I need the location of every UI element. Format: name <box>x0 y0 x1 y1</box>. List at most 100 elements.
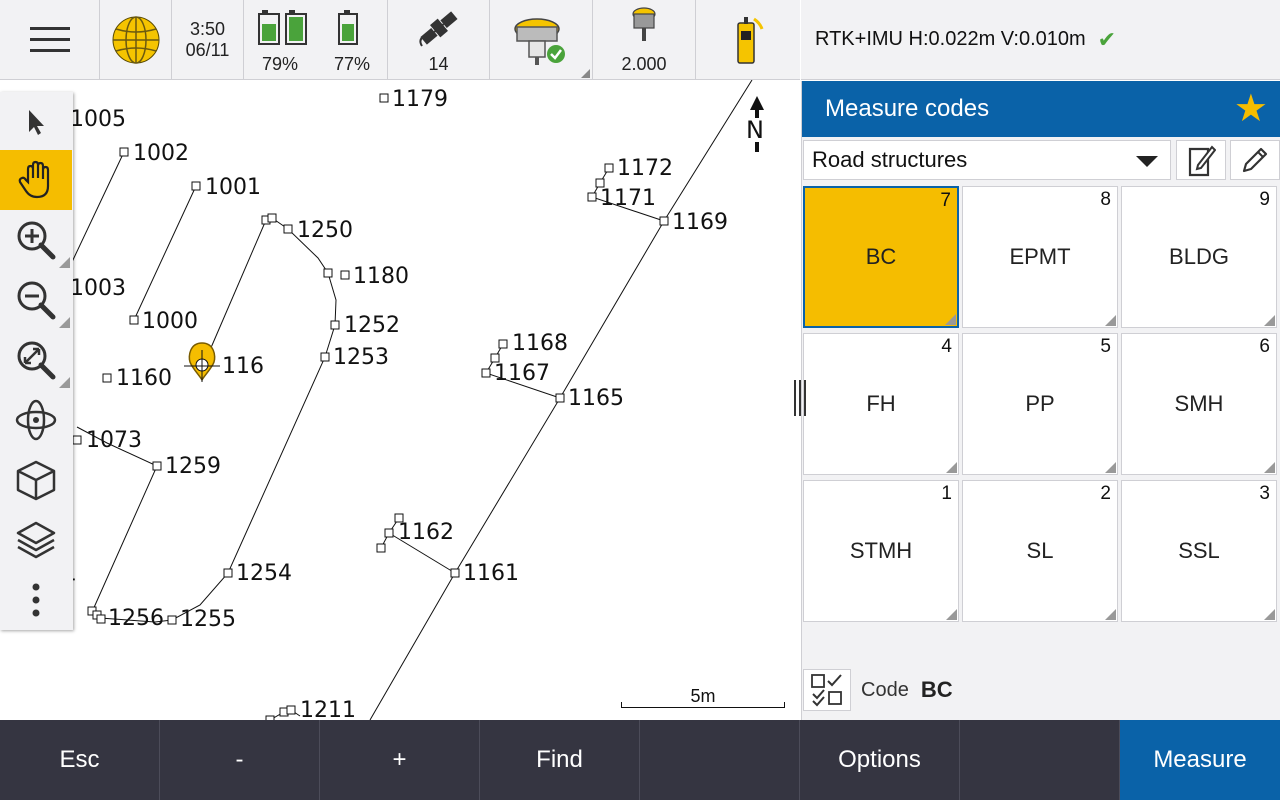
splitter-line <box>799 380 801 416</box>
map-canvas[interactable]: 1005 1002 1001 1003 1000 1160 116 1073 1… <box>0 80 800 720</box>
code-label: SMH <box>1174 391 1224 416</box>
code-button-sl[interactable]: 2 SL <box>962 480 1118 622</box>
group-dropdown[interactable]: Road structures <box>803 140 1171 180</box>
code-field-label: Code <box>861 678 909 701</box>
controller-button[interactable] <box>696 0 800 80</box>
code-label: STMH <box>849 538 913 563</box>
precision-text: RTK+IMU H:0.022m V:0.010m <box>815 28 1086 50</box>
pan-tool-button[interactable] <box>0 150 72 210</box>
layers-button[interactable] <box>0 510 72 570</box>
battery-icon-2 <box>338 10 358 45</box>
north-arrow: N <box>746 96 764 152</box>
code-menu-indicator <box>1264 609 1275 620</box>
point-label: 1073 <box>86 428 142 453</box>
code-label: BLDG <box>1169 244 1229 269</box>
status-bar: 3:50 06/11 79% 77% <box>0 0 800 80</box>
code-button-epmt[interactable]: 8 EPMT <box>962 186 1118 328</box>
orbit-button[interactable] <box>0 390 72 450</box>
chevron-down-icon <box>1136 156 1158 167</box>
code-button-bc[interactable]: 7 BC <box>803 186 959 328</box>
point-label: 1255 <box>180 607 236 632</box>
more-vertical-icon <box>32 583 40 617</box>
panel-splitter-handle[interactable] <box>790 380 810 420</box>
code-menu-indicator <box>1264 462 1275 473</box>
options-button[interactable]: Options <box>800 720 960 800</box>
satellite-count: 14 <box>428 54 449 74</box>
precision-status[interactable]: RTK+IMU H:0.022m V:0.010m ✔ <box>801 0 1280 80</box>
point-label: 1161 <box>463 561 519 586</box>
scale-label: 5m <box>690 686 716 706</box>
group-row: Road structures <box>803 140 1280 182</box>
select-tool-button[interactable] <box>0 92 72 152</box>
find-button[interactable]: Find <box>480 720 640 800</box>
code-button-bldg[interactable]: 9 BLDG <box>1121 186 1277 328</box>
zoom-in-button[interactable] <box>0 210 72 270</box>
code-field-value[interactable]: BC <box>920 677 953 702</box>
point-label: 1259 <box>165 454 221 479</box>
zoom-out-button[interactable] <box>0 270 72 330</box>
menu-button[interactable] <box>0 0 100 80</box>
multi-code-toggle-button[interactable] <box>803 669 851 711</box>
esc-button[interactable]: Esc <box>0 720 160 800</box>
current-position-marker <box>184 342 220 382</box>
code-button-smh[interactable]: 6 SMH <box>1121 333 1277 475</box>
plus-button[interactable]: + <box>320 720 480 800</box>
code-hotkey: 2 <box>1100 483 1111 504</box>
cube-icon <box>16 460 56 501</box>
point-label: 1005 <box>70 107 126 132</box>
north-label: N <box>746 116 764 144</box>
zoom-in-icon <box>17 221 56 260</box>
point-label: 1167 <box>494 361 550 386</box>
minus-button[interactable]: - <box>160 720 320 800</box>
code-label: SL <box>1026 538 1054 563</box>
code-hotkey: 5 <box>1100 336 1111 357</box>
point-label: 1001 <box>205 175 261 200</box>
code-button-stmh[interactable]: 1 STMH <box>803 480 959 622</box>
code-menu-indicator <box>1105 609 1116 620</box>
zoom-extents-button[interactable] <box>0 330 72 390</box>
satellites-status[interactable]: 14 <box>388 0 490 80</box>
code-menu-indicator <box>1105 315 1116 326</box>
zoom-extents-menu-indicator <box>59 377 70 388</box>
favorite-star-icon[interactable]: ★ <box>1233 88 1268 130</box>
battery1-percent: 79% <box>261 54 299 74</box>
hamburger-icon <box>29 27 70 52</box>
hand-icon <box>18 160 50 199</box>
layers-icon <box>16 521 56 559</box>
code-button-pp[interactable]: 5 PP <box>962 333 1118 475</box>
time-text: 3:50 <box>189 19 226 39</box>
code-label: PP <box>1025 391 1055 416</box>
code-button-ssl[interactable]: 3 SSL <box>1121 480 1277 622</box>
code-hotkey: 1 <box>941 483 952 504</box>
point-label: 1162 <box>398 520 454 545</box>
satellite-icon <box>418 11 458 47</box>
map-point-markers <box>72 93 669 720</box>
antenna-height-button[interactable]: 2.000 <box>593 0 696 80</box>
receiver-button[interactable] <box>490 0 593 80</box>
code-menu-indicator <box>946 609 957 620</box>
zoom-out-icon <box>17 281 56 320</box>
battery-status[interactable]: 79% 77% <box>244 0 388 80</box>
code-menu-indicator <box>946 462 957 473</box>
code-button-fh[interactable]: 4 FH <box>803 333 959 475</box>
controller-icon <box>737 17 764 64</box>
map-view[interactable]: 1005 1002 1001 1003 1000 1160 116 1073 1… <box>0 80 800 720</box>
edit-codes-button[interactable] <box>1230 140 1280 180</box>
code-row: Code BC <box>803 669 1273 711</box>
measure-button[interactable]: Measure <box>1120 720 1280 800</box>
point-label: 1179 <box>392 87 448 112</box>
point-label: 1171 <box>600 186 656 211</box>
point-label: 1000 <box>142 309 198 334</box>
pencil-icon <box>1242 147 1268 173</box>
3d-view-button[interactable] <box>0 450 72 510</box>
edit-group-button[interactable] <box>1176 140 1226 180</box>
globe-button[interactable] <box>100 0 172 80</box>
map-toolbar <box>0 92 73 630</box>
code-label: BC <box>865 244 897 269</box>
pointer-arrow-icon <box>29 110 44 135</box>
gnss-receiver-icon <box>514 18 565 65</box>
point-label: 1003 <box>70 276 126 301</box>
more-tools-button[interactable] <box>0 570 72 630</box>
empty-softkey <box>960 720 1120 800</box>
